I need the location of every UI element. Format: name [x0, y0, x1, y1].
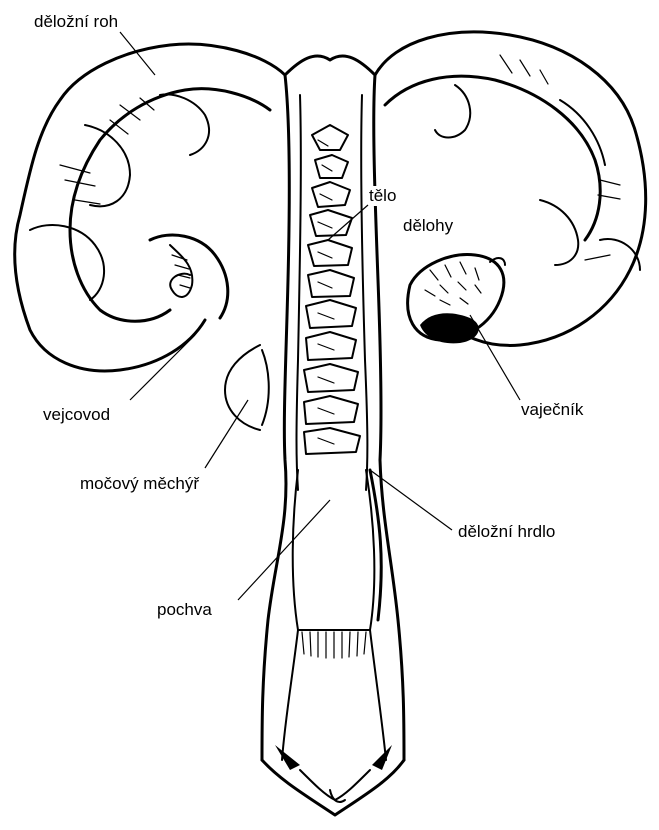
left-oviduct-knot: [170, 245, 192, 297]
leader-bladder: [205, 400, 248, 468]
label-uterine-horn: děložní roh: [34, 12, 118, 32]
right-ovary: [408, 255, 505, 344]
label-uterine-body-line2: dělohy: [403, 216, 453, 236]
label-ovary: vaječník: [521, 400, 583, 420]
uterine-body-folds: [304, 125, 360, 454]
leader-ovary: [470, 315, 520, 400]
label-bladder: močový měchýř: [80, 474, 199, 494]
uterus-body: [262, 56, 404, 760]
label-oviduct: vejcovod: [43, 405, 110, 425]
label-uterine-body-line1: tělo: [369, 186, 396, 206]
label-vagina: pochva: [157, 600, 212, 620]
bladder: [225, 345, 269, 430]
label-cervix: děložní hrdlo: [458, 522, 555, 542]
left-uterine-horn: [15, 44, 285, 371]
right-uterine-horn: [375, 32, 646, 345]
